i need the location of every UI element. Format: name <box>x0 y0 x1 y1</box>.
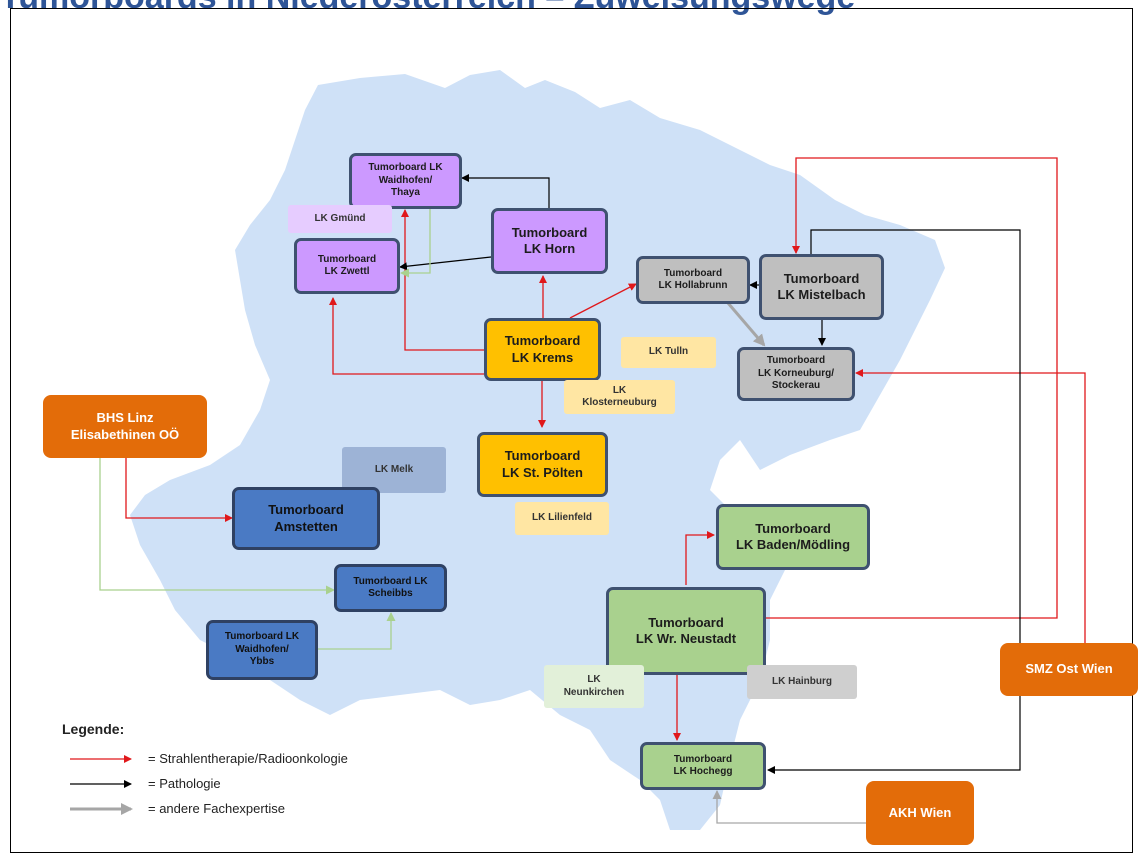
node-hochegg: Tumorboard LK Hochegg <box>640 742 766 790</box>
node-mistelbach: Tumorboard LK Mistelbach <box>759 254 884 320</box>
edge-mistelbach-hochegg <box>767 229 1021 774</box>
edge-bhs-amstetten <box>125 458 233 522</box>
edge-waidhofen-zwettl <box>400 208 431 278</box>
legend-other: = andere Fachexpertise <box>148 801 285 816</box>
legend-radio: = Strahlentherapie/Radioonkologie <box>148 751 348 766</box>
node-bhs-linz: BHS Linz Elisabethinen OÖ <box>43 395 207 458</box>
node-akh-wien: AKH Wien <box>866 781 974 845</box>
edge-krems-waidhofen-thaya <box>401 209 484 351</box>
label-hainburg: LK Hainburg <box>747 665 857 699</box>
node-krems: Tumorboard LK Krems <box>484 318 601 381</box>
edge-smzost-korneuburg <box>855 369 1086 643</box>
edge-horn-waidhofen-thaya <box>461 174 550 208</box>
label-lilienfeld: LK Lilienfeld <box>515 502 609 535</box>
edge-horn-zwettl <box>399 256 492 271</box>
edge-bhs-scheibbs <box>99 458 335 595</box>
edge-krems-zwettl <box>329 297 484 375</box>
node-st-poelten: Tumorboard LK St. Pölten <box>477 432 608 497</box>
node-horn: Tumorboard LK Horn <box>491 208 608 274</box>
label-gmuend: LK Gmünd <box>288 205 392 233</box>
legend-patho: = Pathologie <box>148 776 221 791</box>
edge-akh-hochegg <box>712 790 866 824</box>
label-neunkirchen: LK Neunkirchen <box>544 665 644 708</box>
edge-krems-hollabrunn <box>569 283 637 319</box>
node-smz-ost: SMZ Ost Wien <box>1000 643 1138 696</box>
node-zwettl: Tumorboard LK Zwettl <box>294 238 400 294</box>
edge-hollabrunn-korneuburg <box>726 302 766 347</box>
node-wr-neustadt: Tumorboard LK Wr. Neustadt <box>606 587 766 675</box>
edge-ybbs-scheibbs <box>318 612 396 650</box>
node-baden: Tumorboard LK Baden/Mödling <box>716 504 870 570</box>
node-hollabrunn: Tumorboard LK Hollabrunn <box>636 256 750 304</box>
label-melk: LK Melk <box>342 447 446 493</box>
node-amstetten: Tumorboard Amstetten <box>232 487 380 550</box>
node-waidhofen-thaya: Tumorboard LK Waidhofen/ Thaya <box>349 153 462 209</box>
edge-wrneustadt-baden <box>685 531 715 585</box>
edge-wrneustadt-mistelbach <box>766 157 1058 619</box>
node-scheibbs: Tumorboard LK Scheibbs <box>334 564 447 612</box>
label-tulln: LK Tulln <box>621 337 716 368</box>
node-waidhofen-ybbs: Tumorboard LK Waidhofen/ Ybbs <box>206 620 318 680</box>
label-klosterneuburg: LK Klosterneuburg <box>564 380 675 414</box>
legend-title: Legende: <box>62 721 125 737</box>
node-korneuburg: Tumorboard LK Korneuburg/ Stockerau <box>737 347 855 401</box>
